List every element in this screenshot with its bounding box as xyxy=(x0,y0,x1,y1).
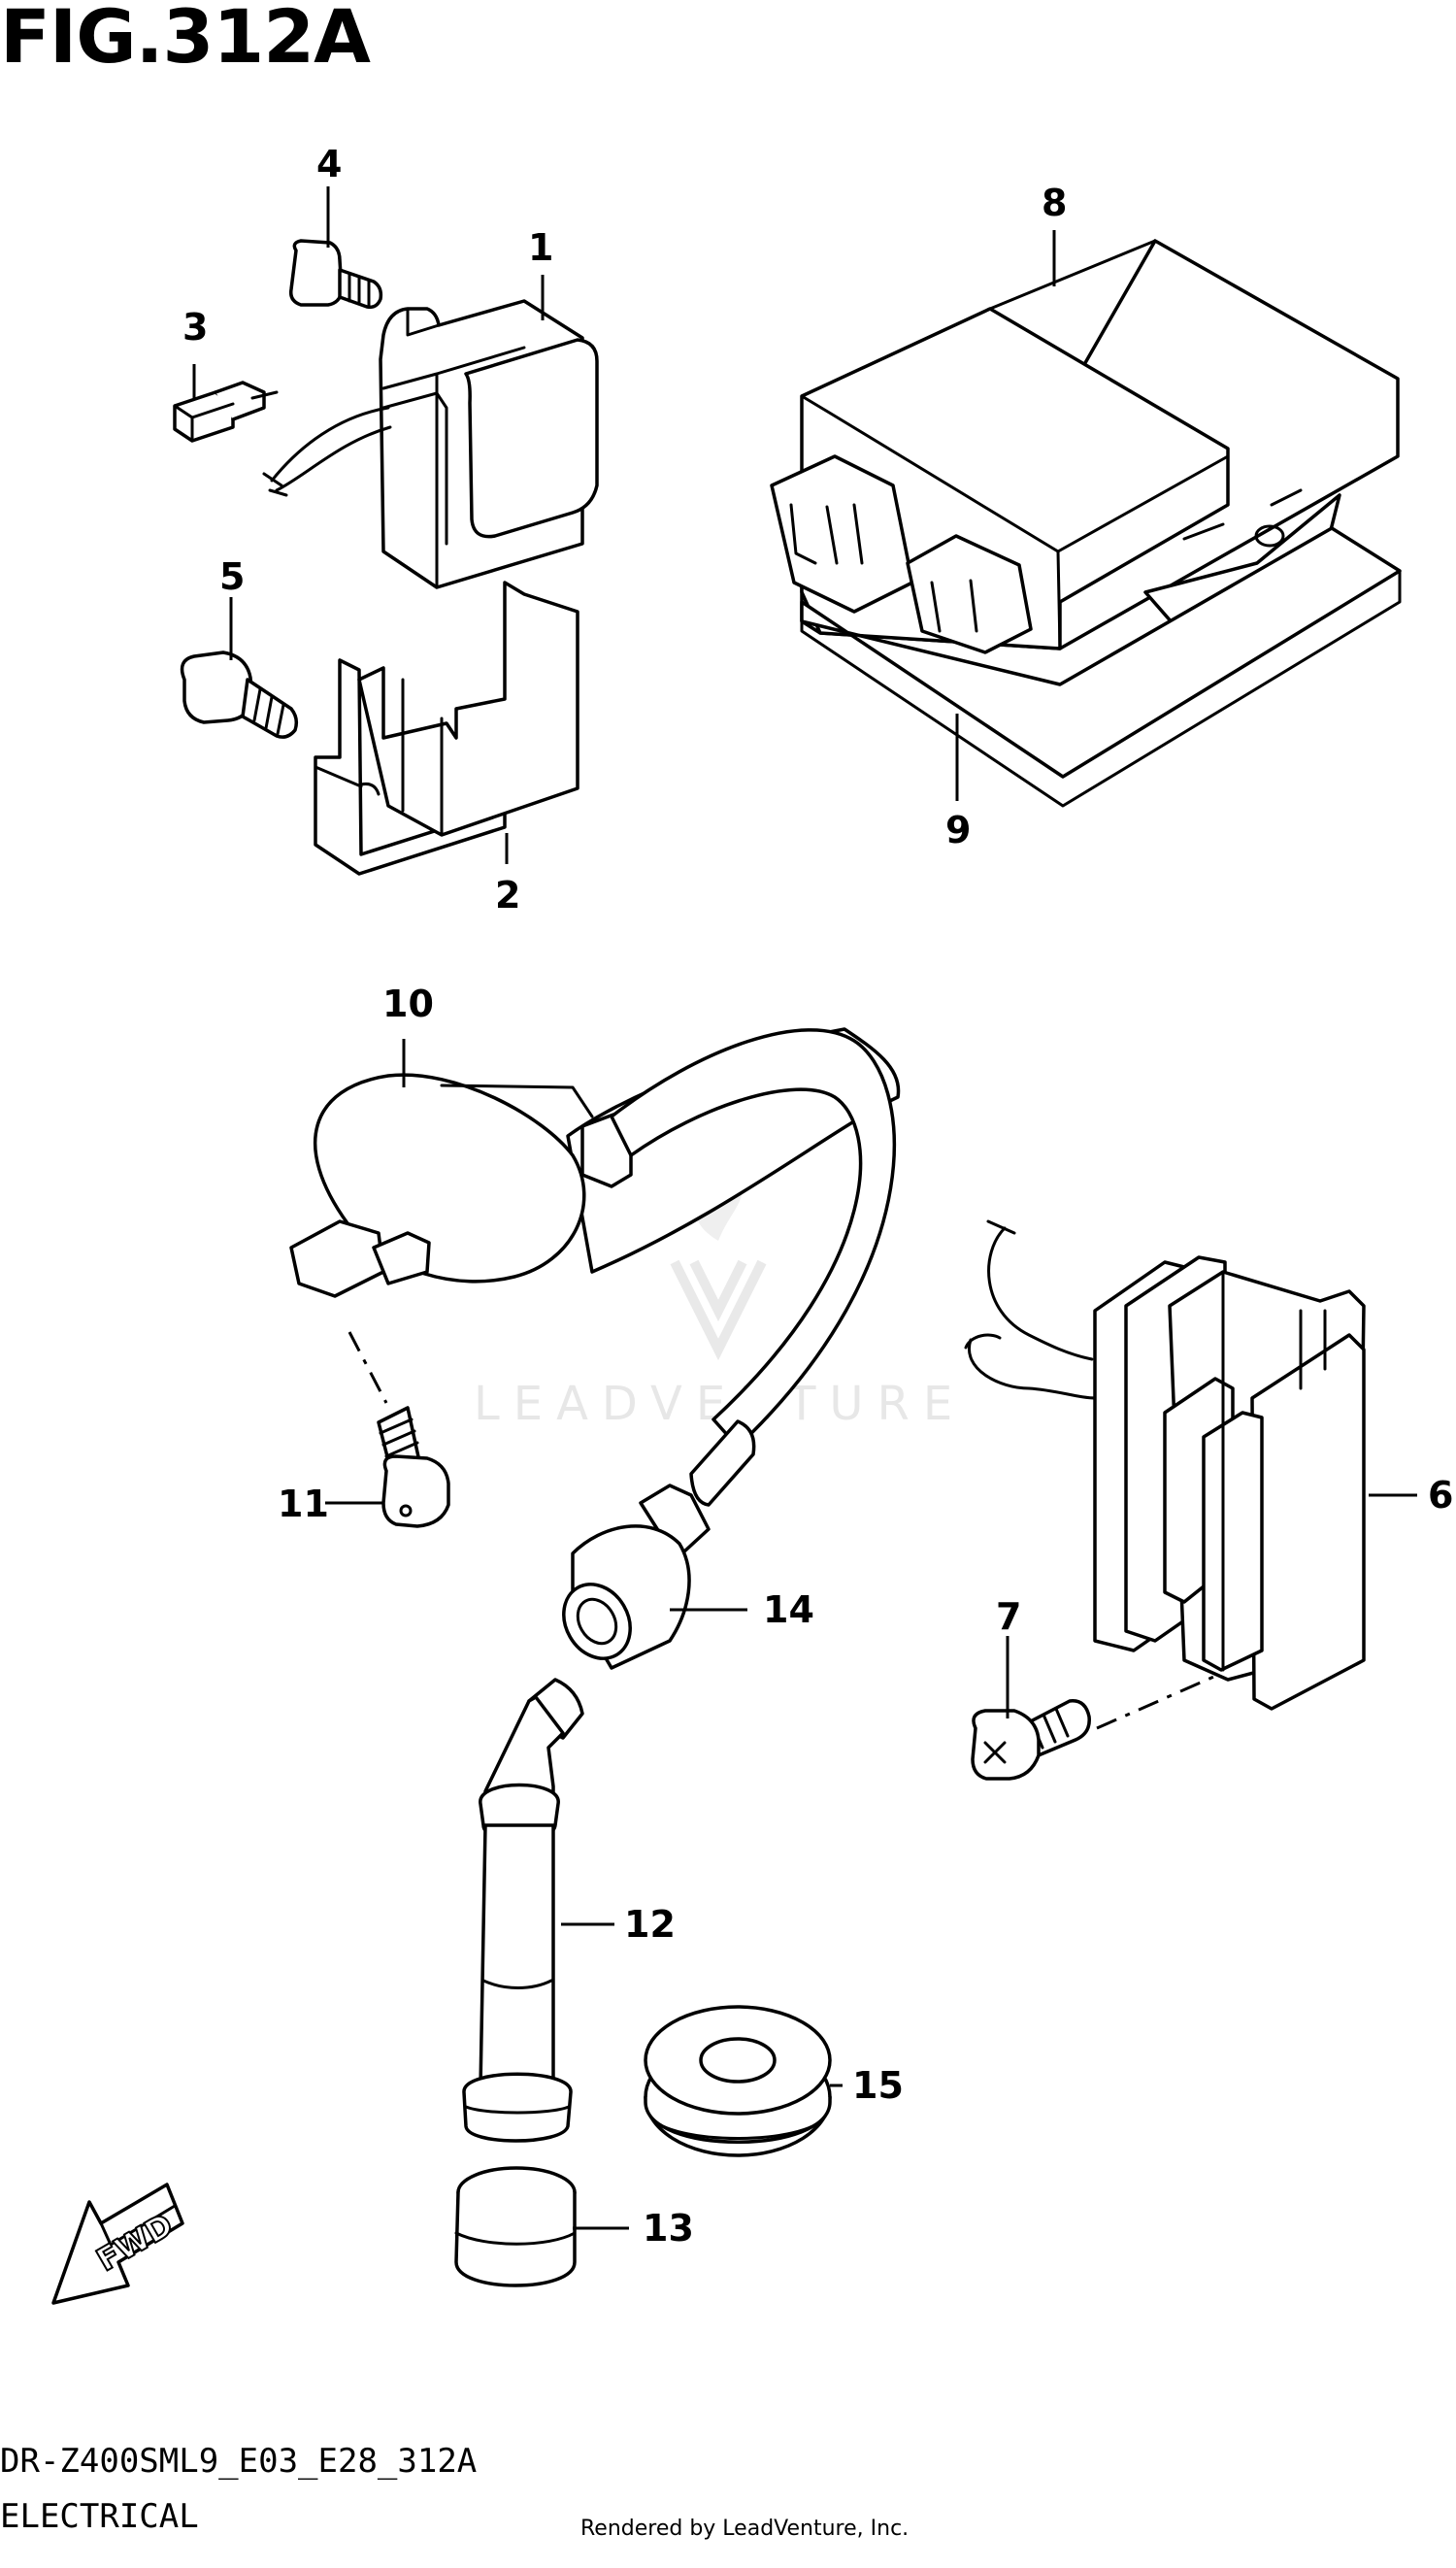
section-label: ELECTRICAL xyxy=(0,2497,199,2536)
part-pad-9 xyxy=(800,526,1402,808)
callout-15: 15 xyxy=(852,2064,904,2107)
part-boot-14 xyxy=(562,1484,711,1670)
part-bolt-5 xyxy=(180,650,299,739)
part-clip-3 xyxy=(173,381,279,443)
callout-12: 12 xyxy=(624,1903,676,1946)
alignment-line-coil-bolt xyxy=(347,1331,388,1404)
callout-6: 6 xyxy=(1428,1474,1453,1517)
part-bolt-4 xyxy=(288,239,383,310)
watermark-text: LEADVENTURE xyxy=(474,1377,967,1431)
part-grommet-15 xyxy=(644,2005,832,2157)
callout-7: 7 xyxy=(996,1595,1021,1638)
callout-11: 11 xyxy=(278,1483,329,1525)
part-plug-cap-12 xyxy=(462,1678,584,2143)
render-credit: Rendered by LeadVenture, Inc. xyxy=(580,2517,910,2541)
model-code: DR-Z400SML9_E03_E28_312A xyxy=(0,2442,478,2481)
callout-8: 8 xyxy=(1042,182,1067,224)
leader-lines xyxy=(192,186,1417,2230)
callout-4: 4 xyxy=(316,143,342,185)
part-ignition-coil-10 xyxy=(289,1027,901,1507)
callout-13: 13 xyxy=(643,2207,694,2250)
fwd-arrow-icon: FWD xyxy=(51,2183,184,2305)
part-relay-1 xyxy=(262,299,599,589)
part-ecu-8 xyxy=(770,239,1400,654)
part-bolt-11 xyxy=(377,1406,450,1528)
part-regulator-6 xyxy=(964,1219,1366,1711)
callout-14: 14 xyxy=(763,1588,814,1631)
figure-title: FIG.312A xyxy=(0,0,371,80)
part-bracket-2 xyxy=(314,581,579,876)
callout-9: 9 xyxy=(945,809,971,851)
part-cap-13 xyxy=(454,2166,577,2287)
alignment-line-regulator-screw xyxy=(1096,1673,1219,1730)
part-screw-7 xyxy=(971,1699,1091,1781)
callout-5: 5 xyxy=(219,555,245,598)
callout-10: 10 xyxy=(382,983,434,1025)
callout-1: 1 xyxy=(528,226,553,269)
callout-3: 3 xyxy=(182,306,208,349)
callout-2: 2 xyxy=(495,874,520,917)
